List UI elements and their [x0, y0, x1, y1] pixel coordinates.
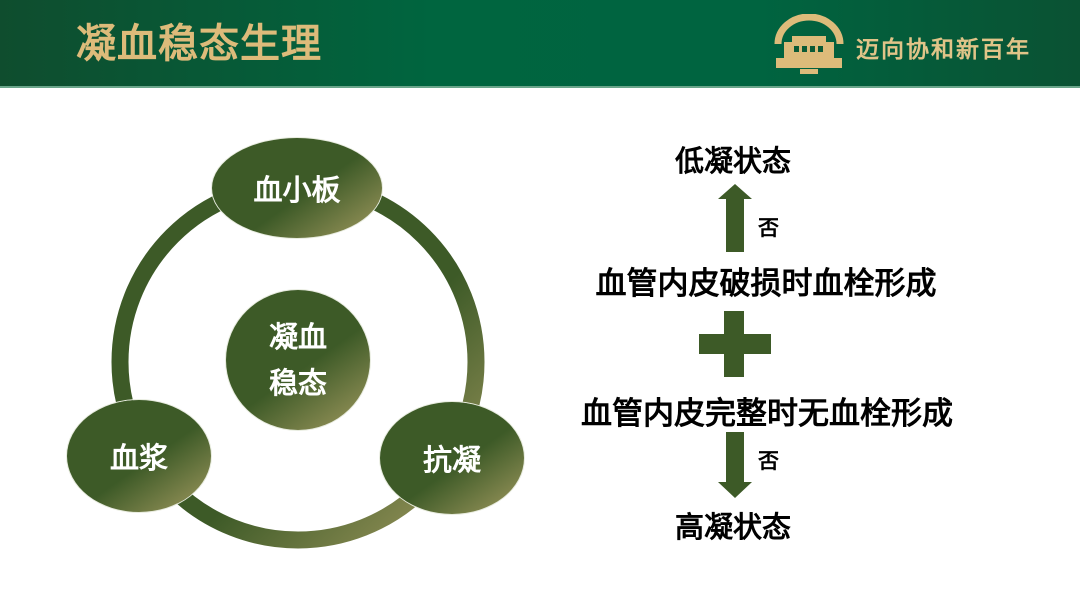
hemostasis-cycle-diagram: 血小板 血浆 抗凝 凝血 稳态: [67, 138, 524, 549]
down-arrow-label: 否: [758, 449, 779, 473]
low-coagulation-state: 低凝状态: [674, 144, 791, 178]
node-plasma: 血浆: [67, 400, 211, 512]
header-bar: [0, 0, 1080, 86]
header-divider: [0, 86, 1080, 88]
up-arrow-icon: [718, 184, 752, 252]
plus-icon: [699, 311, 771, 377]
slogan-text: 迈向协和新百年: [856, 36, 1031, 63]
node-center-hemostasis: 凝血 稳态: [226, 290, 370, 430]
node-anticoagulation: 抗凝: [380, 402, 524, 514]
down-arrow-icon: [718, 432, 752, 498]
up-arrow-label: 否: [758, 216, 779, 240]
statement-damaged-endothelium: 血管内皮破损时血栓形成: [595, 266, 937, 302]
high-coagulation-state: 高凝状态: [674, 510, 791, 544]
node-platelet: 血小板: [212, 138, 382, 238]
hospital-logo-icon: [770, 13, 848, 76]
statement-intact-endothelium: 血管内皮完整时无血栓形成: [581, 396, 953, 432]
page-title: 凝血稳态生理: [76, 21, 322, 67]
